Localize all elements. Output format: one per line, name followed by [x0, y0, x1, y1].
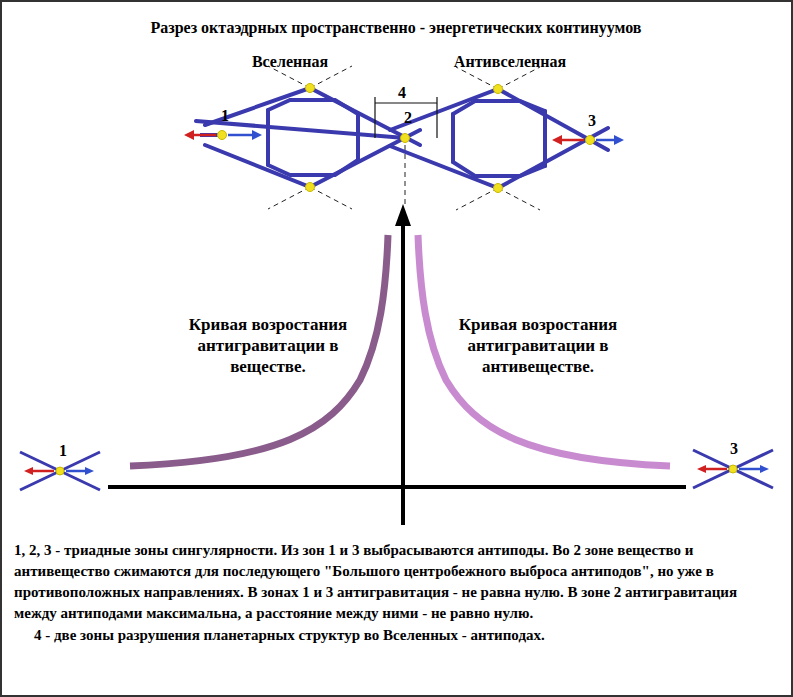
callout-number: 3 [730, 440, 738, 458]
callout-number: 3 [588, 112, 596, 130]
dashed-extensions [268, 66, 540, 210]
zone-bracket [375, 97, 437, 138]
antigravity-curve-matter [130, 235, 388, 466]
region-name: Вселенная [252, 53, 328, 71]
callout-number: 2 [404, 109, 412, 127]
octahedron-section [196, 88, 608, 188]
callout-number: 4 [398, 84, 406, 102]
callout-number: 1 [59, 442, 67, 460]
ejection-arrows [184, 130, 624, 145]
diagram-title: Разрез октаэдрных пространственно - энер… [150, 19, 641, 37]
curve-label: Кривая возростания антигравитации в анти… [433, 314, 643, 377]
region-name: Антивселенная [454, 53, 566, 71]
explanation-text: 1, 2, 3 - триадные зоны сингулярности. И… [14, 540, 780, 624]
singularity-dots [218, 84, 595, 193]
antigravity-curve-antimatter [418, 235, 670, 466]
axes [108, 204, 686, 525]
explanation-text: 4 - две зоны разрушения планетарных стру… [34, 625, 774, 646]
callout-number: 1 [221, 107, 229, 125]
curve-label: Кривая возростания антигравитации в веще… [163, 314, 373, 377]
